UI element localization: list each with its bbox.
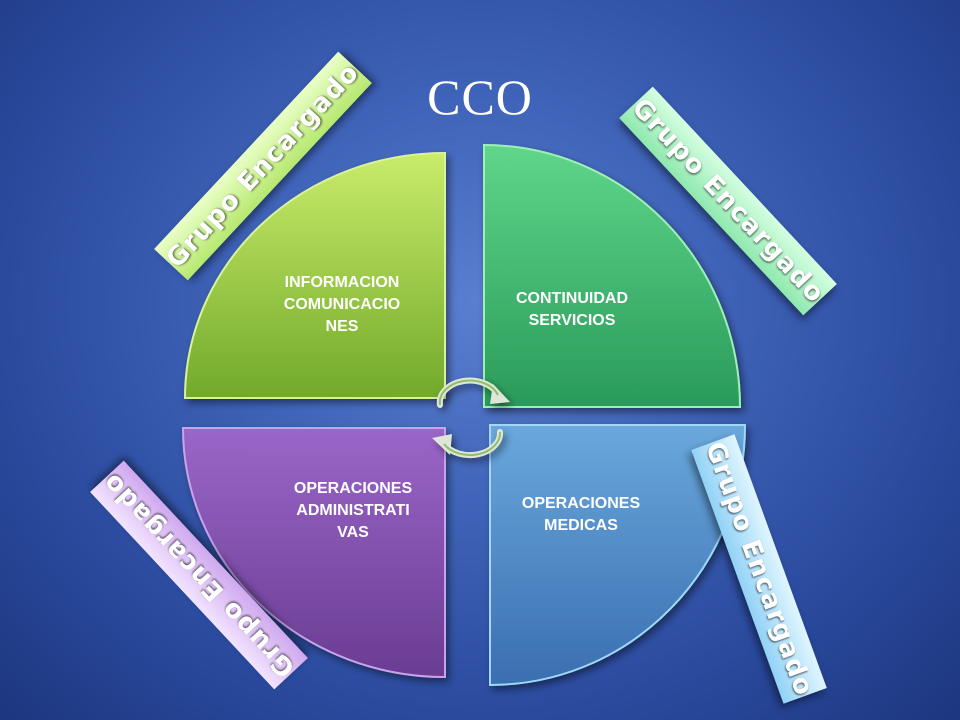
quadrant-label-top-right: CONTINUIDAD SERVICIOS	[516, 290, 628, 329]
slide-title: CCO	[427, 69, 533, 125]
quadrant-label-top-left: INFORMACION COMUNICACIO NES	[283, 274, 401, 335]
cycle-arrows-icon	[432, 377, 510, 459]
quadrant-bottom-left	[181, 427, 446, 679]
quadrant-label-bottom-right: OPERACIONES MEDICAS	[521, 495, 641, 534]
quadrant-top-right	[483, 143, 742, 408]
quadrant-label-bottom-left: OPERACIONES ADMINISTRATI VAS	[293, 480, 413, 541]
quadrant-top-left	[183, 151, 446, 399]
